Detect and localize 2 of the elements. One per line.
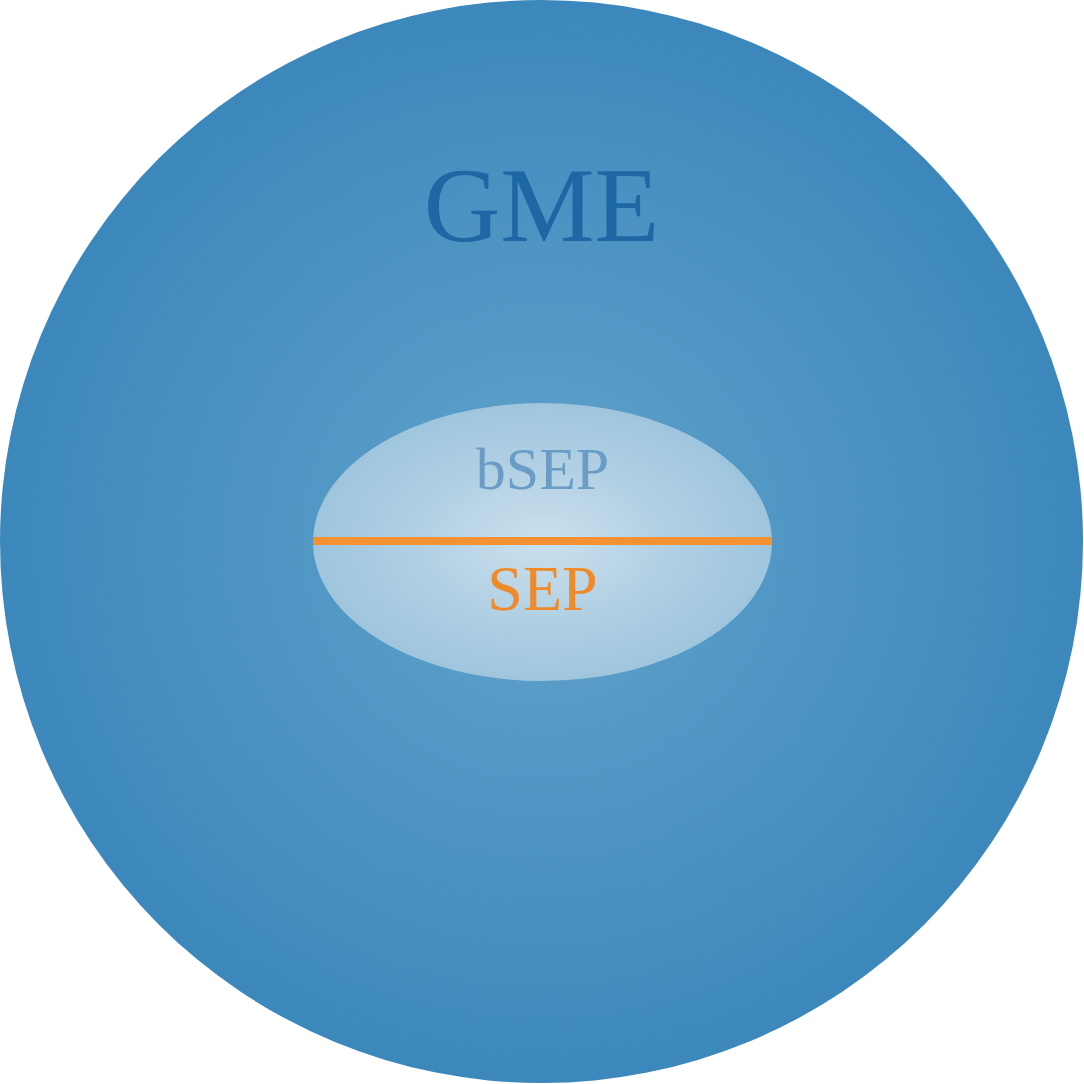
set-label: SEP <box>487 557 598 621</box>
set-label: bSEP <box>475 439 610 499</box>
